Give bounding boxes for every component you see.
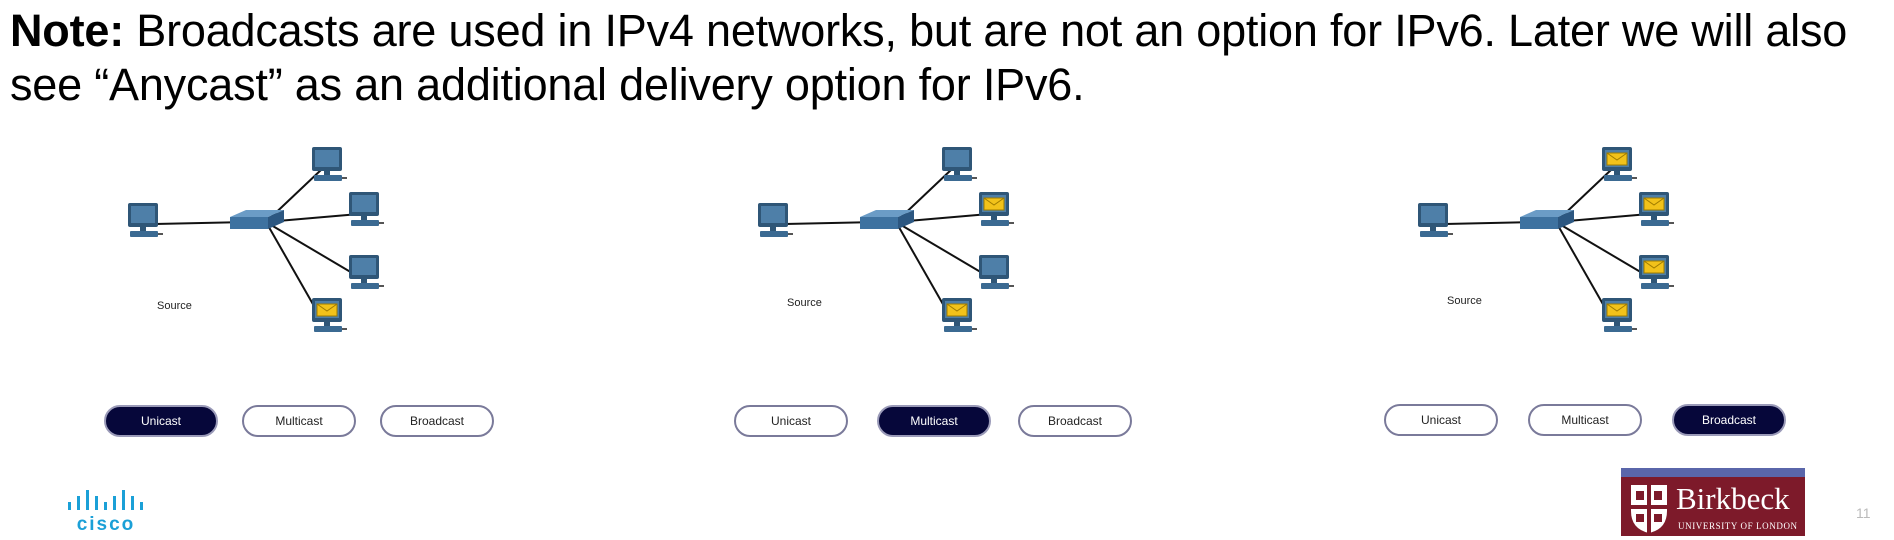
- panel-multicast: Source Unicast Multicast Broadcast: [730, 140, 1170, 450]
- note-text: Note: Broadcasts are used in IPv4 networ…: [10, 4, 1880, 112]
- source-computer-icon: [758, 203, 793, 237]
- multicast-button[interactable]: Multicast: [1528, 404, 1642, 436]
- host-computer-icon: [1602, 298, 1637, 332]
- birkbeck-subtitle: UNIVERSITY OF LONDON: [1678, 521, 1798, 531]
- birkbeck-name: Birkbeck: [1676, 481, 1790, 516]
- panel-broadcast: Source Unicast Multicast Broadcast: [1384, 140, 1830, 450]
- host-computer-icon: [942, 298, 977, 332]
- broadcast-button[interactable]: Broadcast: [1672, 404, 1786, 436]
- mail-envelope-icon: [1606, 152, 1628, 166]
- mail-envelope-icon: [316, 303, 338, 317]
- mail-envelope-icon: [1606, 303, 1628, 317]
- multicast-button[interactable]: Multicast: [877, 405, 991, 437]
- network-diagram: [758, 147, 1014, 332]
- host-computer-icon: [1602, 147, 1637, 181]
- host-computer-icon: [312, 298, 347, 332]
- unicast-button[interactable]: Unicast: [1384, 404, 1498, 436]
- multicast-button[interactable]: Multicast: [242, 405, 356, 437]
- unicast-button[interactable]: Unicast: [734, 405, 848, 437]
- birkbeck-crest: [1631, 485, 1667, 533]
- source-label: Source: [157, 300, 192, 312]
- switch-icon: [860, 210, 914, 229]
- panel-unicast: Source Unicast Multicast Broadcast: [100, 140, 540, 450]
- host-computer-icon: [1639, 192, 1674, 226]
- cisco-bars-icon: [68, 490, 143, 510]
- page-number: 11: [1856, 505, 1871, 521]
- source-computer-icon: [1418, 203, 1453, 237]
- birkbeck-logo: Birkbeck UNIVERSITY OF LONDON: [1621, 468, 1805, 536]
- host-computer-icon: [1639, 255, 1674, 289]
- host-computer-icon: [979, 255, 1014, 289]
- switch-icon: [1520, 210, 1574, 229]
- cisco-logo: cisco: [66, 490, 146, 535]
- network-diagram: [1418, 147, 1674, 332]
- mail-envelope-icon: [1643, 260, 1665, 274]
- switch-icon: [230, 210, 284, 229]
- source-label: Source: [787, 297, 822, 309]
- network-diagram: [128, 147, 384, 332]
- source-computer-icon: [128, 203, 163, 237]
- host-computer-icon: [349, 192, 384, 226]
- note-line2: see “Anycast” as an additional delivery …: [10, 59, 1085, 110]
- host-computer-icon: [942, 147, 977, 181]
- host-computer-icon: [349, 255, 384, 289]
- source-label: Source: [1447, 295, 1482, 307]
- host-computer-icon: [312, 147, 347, 181]
- broadcast-button[interactable]: Broadcast: [1018, 405, 1132, 437]
- mail-envelope-icon: [1643, 197, 1665, 211]
- mail-envelope-icon: [946, 303, 968, 317]
- cisco-wordmark: cisco: [76, 514, 136, 535]
- note-label: Note:: [10, 5, 124, 56]
- host-computer-icon: [979, 192, 1014, 226]
- broadcast-button[interactable]: Broadcast: [380, 405, 494, 437]
- unicast-button[interactable]: Unicast: [104, 405, 218, 437]
- note-line1: Broadcasts are used in IPv4 networks, bu…: [123, 5, 1848, 56]
- mail-envelope-icon: [983, 197, 1005, 211]
